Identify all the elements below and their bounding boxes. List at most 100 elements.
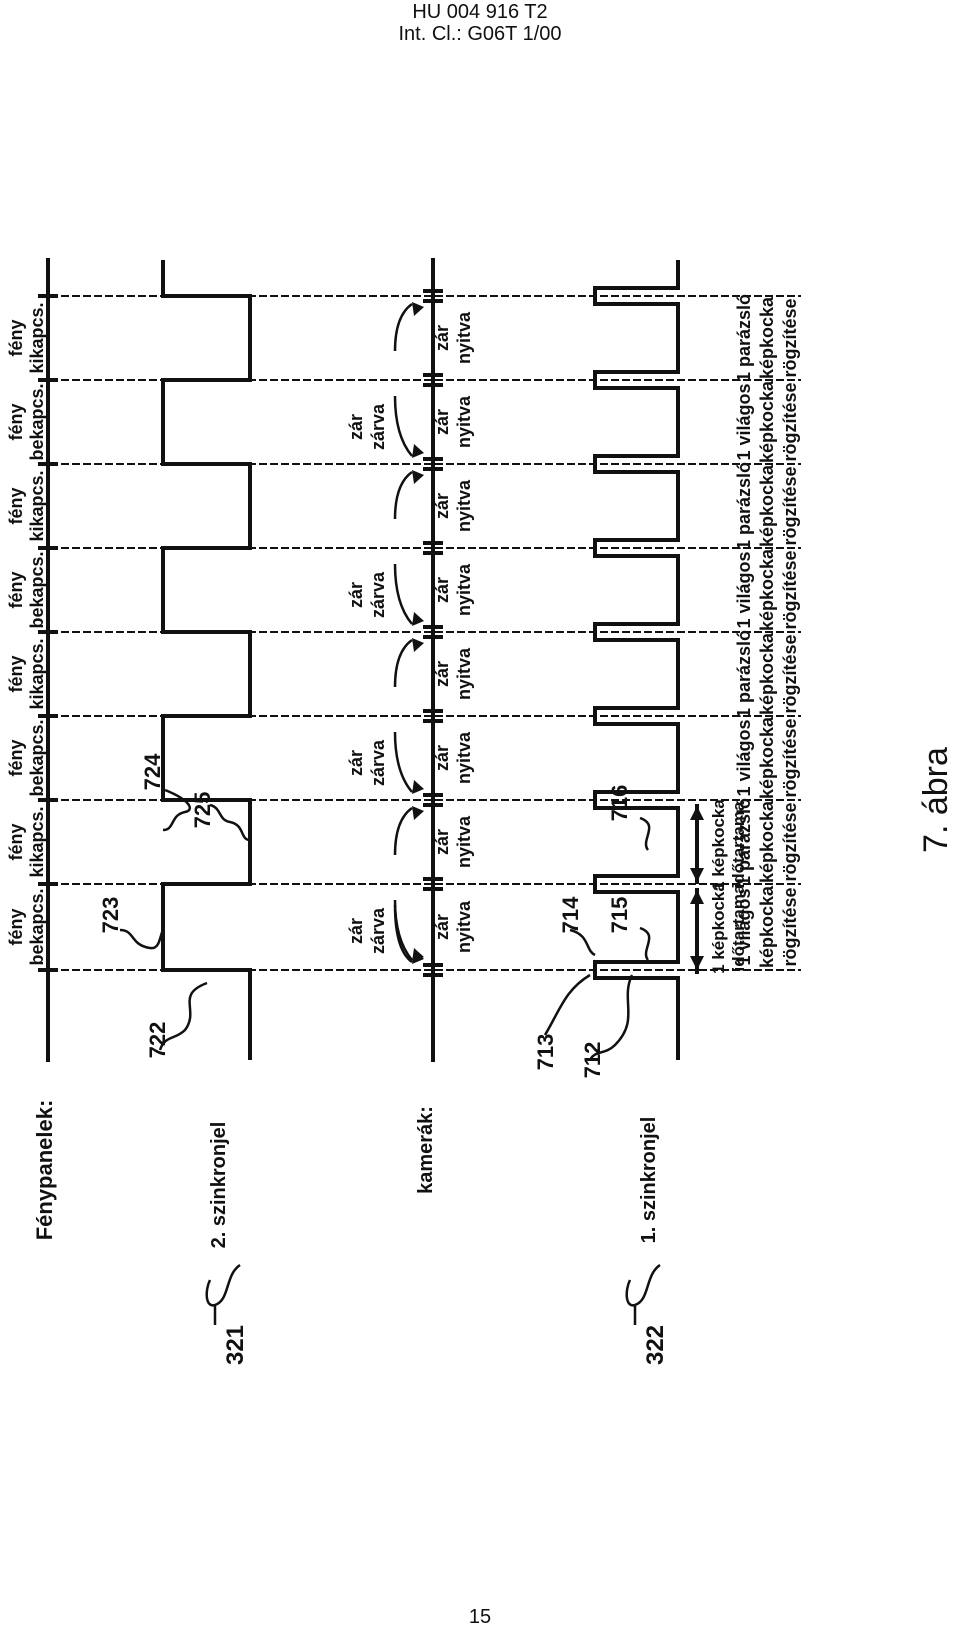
frame-duration-word2: időtartama <box>729 884 748 971</box>
shutter-open-word1: zár <box>432 493 452 519</box>
ref-714-label: 714 <box>558 896 583 933</box>
shutter-closed-word1: zár <box>346 918 366 944</box>
record-label-line1: 1 világos <box>734 888 754 965</box>
ref-724-label: 724 <box>140 753 165 790</box>
figure-label: 7. ábra <box>917 747 955 853</box>
record-label-line2: képkocka <box>757 885 777 968</box>
shutter-closed-word2: zárva <box>368 571 388 618</box>
light-state-word1: fény <box>6 487 26 524</box>
record-label-line3: rögzítése <box>780 802 800 881</box>
record-label-line3: rögzítése <box>780 382 800 461</box>
leader-712 <box>588 974 634 1061</box>
arrowhead <box>412 806 424 820</box>
shutter-open-word1: zár <box>432 661 452 687</box>
ref-725-label: 725 <box>190 792 215 829</box>
ref-715-label: 715 <box>607 897 632 934</box>
leader-724 <box>162 788 191 832</box>
arrowhead <box>412 612 424 626</box>
record-label-line2: képkocka <box>757 296 777 379</box>
record-label-line1: 1 parázsló <box>734 630 754 718</box>
light-state-word2: bekapcs. <box>27 383 47 460</box>
record-label-line2: képkocka <box>757 632 777 715</box>
record-label-line3: rögzítése <box>780 466 800 545</box>
cameras-label: kamerák: <box>415 1106 437 1194</box>
light-state-word2: kikapcs. <box>27 470 47 541</box>
record-label-line1: 1 világos <box>734 383 754 460</box>
arrowhead <box>690 868 704 882</box>
leader-716 <box>639 816 651 851</box>
shutter-closed-arrow <box>393 806 413 856</box>
arrowhead <box>412 780 424 794</box>
arrowhead <box>412 470 424 484</box>
record-label-line2: képkocka <box>757 800 777 883</box>
shutter-open-word1: zár <box>432 745 452 771</box>
shutter-closed-word1: zár <box>346 582 366 608</box>
arrowhead <box>412 638 424 652</box>
record-label-line1: 1 parázsló <box>734 798 754 886</box>
arrowhead <box>690 956 704 970</box>
shutter-closed-arrow <box>393 899 413 961</box>
shutter-open-word1: zár <box>432 409 452 435</box>
shutter-open-word2: nyitva <box>454 900 474 953</box>
record-label-line3: rögzítése <box>780 634 800 713</box>
ref-723-label: 723 <box>98 897 123 934</box>
shutter-open-word1: zár <box>432 829 452 855</box>
record-label-line3: rögzítése <box>780 298 800 377</box>
light-state-word1: fény <box>6 319 26 356</box>
sync-signal-1-label: 1. szinkronjel <box>638 1117 660 1244</box>
header-classification: Int. Cl.: G06T 1/00 <box>398 23 562 45</box>
header-patent-number: HU 004 916 T2 <box>412 1 548 23</box>
record-label-line1: 1 világos <box>734 719 754 796</box>
arrowhead <box>412 444 424 458</box>
leader-713 <box>543 973 591 1036</box>
ref-716-label: 716 <box>607 785 632 822</box>
light-state-word2: kikapcs. <box>27 806 47 877</box>
shutter-open-word1: zár <box>432 914 452 940</box>
shutter-closed-word2: zárva <box>368 403 388 450</box>
shutter-closed-arrow <box>393 563 413 625</box>
shutter-closed-word1: zár <box>346 414 366 440</box>
record-label-line1: 1 világos <box>734 551 754 628</box>
light-state-word1: fény <box>6 739 26 776</box>
light-state-word2: bekapcs. <box>27 888 47 965</box>
light-state-word2: bekapcs. <box>27 551 47 628</box>
light-panels-label: Fénypanelek: <box>32 1100 57 1241</box>
arrowhead <box>690 890 704 904</box>
ref-722-label: 722 <box>145 1022 170 1059</box>
shutter-closed-arrow <box>393 470 413 520</box>
page-number: 15 <box>468 1606 492 1628</box>
shutter-closed-word2: zárva <box>368 739 388 786</box>
record-label-line3: rögzítése <box>780 550 800 629</box>
shutter-closed-word1: zár <box>346 750 366 776</box>
record-label-line2: képkocka <box>757 716 777 799</box>
sync-signal-2-waveform <box>161 260 252 1060</box>
record-label-line3: rögzítése <box>780 718 800 797</box>
leader-723 <box>119 928 165 950</box>
light-state-word1: fény <box>6 908 26 945</box>
shutter-open-word2: nyitva <box>454 647 474 700</box>
shutter-open-word2: nyitva <box>454 479 474 532</box>
shutter-closed-arrow <box>393 395 413 457</box>
ref-321-label: 321 <box>222 1325 249 1365</box>
leader-715 <box>639 926 651 961</box>
light-state-word1: fény <box>6 655 26 692</box>
shutter-closed-word2: zárva <box>368 907 388 954</box>
light-state-word2: kikapcs. <box>27 638 47 709</box>
light-state-word2: kikapcs. <box>27 302 47 373</box>
leader-725 <box>209 803 251 842</box>
record-label-line2: képkocka <box>757 464 777 547</box>
record-label-line3: rögzítése <box>780 887 800 966</box>
frame-duration-word2: időtartama <box>729 801 748 888</box>
arrowhead <box>412 948 424 962</box>
light-state-word1: fény <box>6 571 26 608</box>
ref-322-label: 322 <box>642 1325 669 1365</box>
record-label-line1: 1 parázsló <box>734 462 754 550</box>
frame-duration-word1: 1 képkocka <box>709 799 728 891</box>
shutter-open-word2: nyitva <box>454 311 474 364</box>
leader-714 <box>569 928 596 957</box>
shutter-open-word1: zár <box>432 577 452 603</box>
shutter-closed-arrow <box>393 731 413 793</box>
shutter-open-word2: nyitva <box>454 815 474 868</box>
record-label-line2: képkocka <box>757 548 777 631</box>
